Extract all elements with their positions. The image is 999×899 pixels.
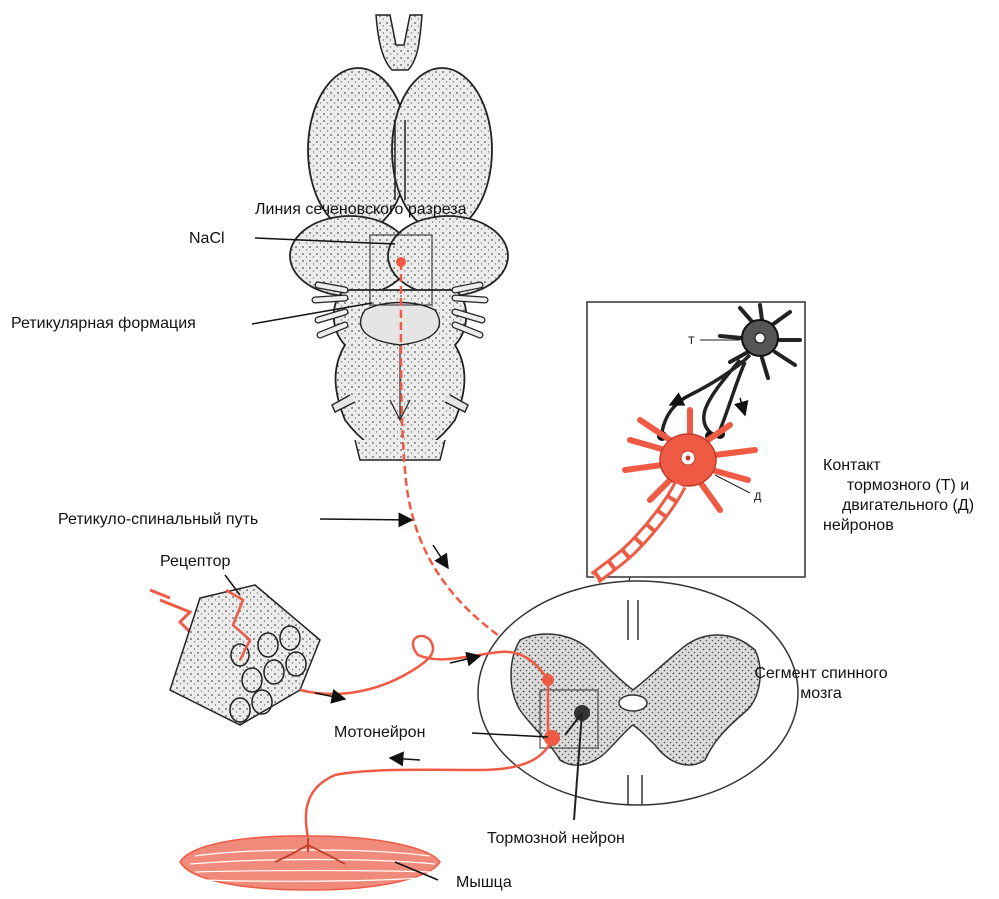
contact-line-4: нейронов xyxy=(823,516,993,536)
nacl-point xyxy=(396,257,406,267)
contact-line-1: Контакт xyxy=(823,456,993,476)
reticulo-spinal-label: Ретикуло-спинальный путь xyxy=(58,510,258,530)
inset-t-label: Т xyxy=(688,331,695,351)
receptor xyxy=(150,585,320,725)
motoneuron-label: Мотонейрон xyxy=(334,723,425,743)
brain xyxy=(290,15,508,460)
section-line-label: Линия сеченовского разреза xyxy=(255,200,467,220)
spinal-segment-label: Сегмент спинного мозга xyxy=(736,664,906,704)
reticular-formation-label: Ретикулярная формация xyxy=(11,314,196,334)
contact-line-2: тормозного (Т) и xyxy=(823,476,993,496)
inset-box xyxy=(587,302,805,578)
muscle-label: Мышца xyxy=(456,873,512,893)
receptor-label: Рецептор xyxy=(160,552,230,572)
right-optic-lobe xyxy=(388,216,508,296)
contact-label: Контакт тормозного (Т) и двигательного (… xyxy=(823,456,993,536)
contact-line-3: двигательного (Д) xyxy=(823,496,993,516)
spinal-segment-line-2: мозга xyxy=(736,684,906,704)
spinal-segment-line-1: Сегмент спинного xyxy=(736,664,906,684)
muscle xyxy=(180,836,440,890)
reticular-synapse xyxy=(542,674,554,686)
nacl-label: NaCl xyxy=(189,229,225,249)
inhibitory-neuron-label: Тормозной нейрон xyxy=(487,829,625,849)
inset-d-label: Д xyxy=(754,487,761,507)
